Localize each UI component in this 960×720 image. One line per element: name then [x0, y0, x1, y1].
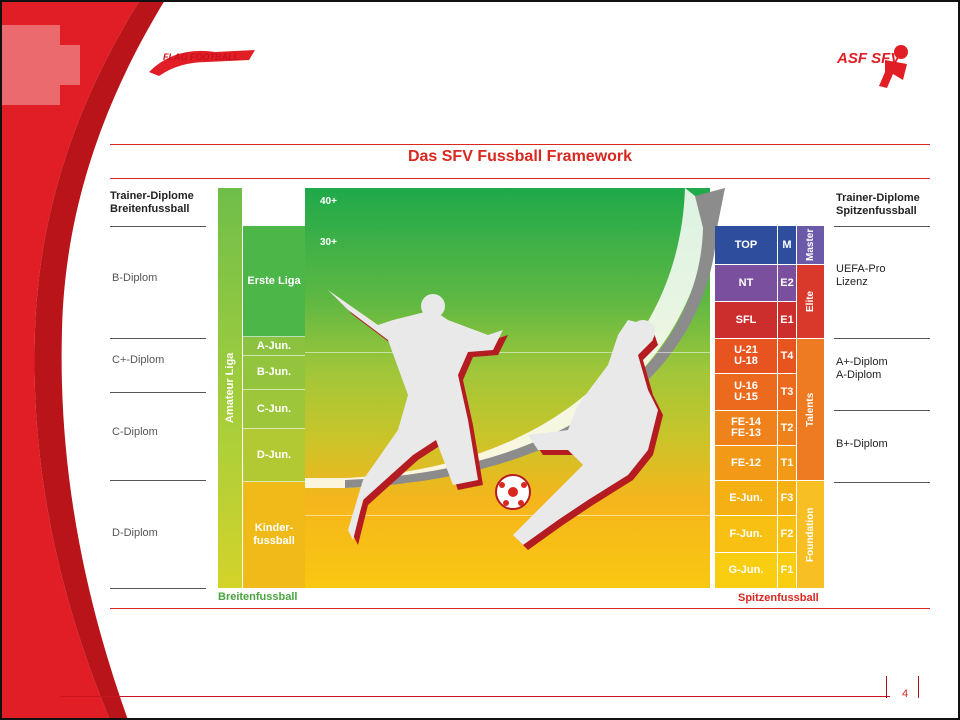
flag-football-logo: FLAG FOOTBALL [145, 42, 260, 80]
stage-d-jun: D-Jun. [243, 429, 305, 482]
a-plus-diploma: A+-Diplom A-Diplom [836, 356, 888, 381]
level-e-jun: E-Jun. [715, 481, 777, 515]
page-title: Das SFV Fussball Framework [407, 148, 633, 165]
age-30-label: 30+ [320, 237, 337, 248]
guide-line [305, 352, 710, 353]
amateur-liga-bar [218, 188, 242, 588]
right-heading: Trainer-Diplome Spitzenfussball [836, 192, 920, 217]
group-elite: Elite [797, 265, 824, 338]
right-rule [834, 410, 930, 411]
code-m: M [778, 226, 796, 264]
diploma-c-plus: C+-Diplom [112, 354, 165, 366]
age-40-label: 40+ [320, 196, 337, 207]
spitzenfussball-label: Spitzenfussball [738, 592, 819, 604]
code-e2: E2 [778, 265, 796, 301]
code-t2: T2 [778, 411, 796, 445]
amateur-liga-label: Amateur Liga [224, 352, 236, 424]
title-top-rule [110, 144, 930, 145]
code-f2: F2 [778, 516, 796, 552]
group-talents: Talents [797, 339, 824, 480]
sfv-logo: ASF SFV [835, 38, 925, 96]
code-t4: T4 [778, 339, 796, 373]
level-u21-u18: U-21 U-18 [715, 339, 777, 373]
stage-c-jun: C-Jun. [243, 390, 305, 429]
right-rule [834, 226, 930, 227]
diploma-c: C-Diplom [112, 426, 158, 438]
diploma-b: B-Diplom [112, 272, 158, 284]
level-fe14-fe13: FE-14 FE-13 [715, 411, 777, 445]
right-rule [834, 482, 930, 483]
page-number: 4 [901, 688, 909, 700]
swiss-swoosh-decoration [0, 0, 166, 720]
stage-a-jun: A-Jun. [243, 337, 305, 356]
left-rule [110, 392, 206, 393]
group-foundation: Foundation [797, 481, 824, 588]
stage-kinderfussball: Kinder-fussball [243, 482, 305, 588]
level-f-jun: F-Jun. [715, 516, 777, 552]
level-sfl: SFL [715, 302, 777, 338]
b-plus-diploma: B+-Diplom [836, 438, 888, 450]
left-heading: Trainer-Diplome Breitenfussball [110, 190, 194, 215]
code-e1: E1 [778, 302, 796, 338]
code-f3: F3 [778, 481, 796, 515]
footer-rule [60, 696, 890, 697]
stage-erste-liga: Erste Liga [243, 226, 305, 337]
level-nt: NT [715, 265, 777, 301]
breitenfussball-label: Breitenfussball [218, 591, 298, 603]
code-f1: F1 [778, 553, 796, 588]
left-rule [110, 588, 206, 589]
level-top: TOP [715, 226, 777, 264]
uefa-pro-licence: UEFA-Pro Lizenz [836, 263, 886, 288]
stage-b-jun: B-Jun. [243, 356, 305, 390]
bottom-rule [110, 608, 930, 609]
left-rule [110, 480, 206, 481]
group-master: Master [797, 226, 824, 264]
players-illustration [328, 290, 663, 550]
code-t3: T3 [778, 374, 796, 410]
left-rule [110, 226, 206, 227]
diploma-d: D-Diplom [112, 527, 158, 539]
right-rule [834, 338, 930, 339]
level-fe12: FE-12 [715, 446, 777, 480]
level-u16-u15: U-16 U-15 [715, 374, 777, 410]
left-rule [110, 338, 206, 339]
footer-divider [918, 676, 919, 698]
guide-line [305, 515, 710, 516]
stage-blank [243, 188, 305, 226]
level-g-jun: G-Jun. [715, 553, 777, 588]
footer-divider [886, 676, 887, 698]
code-t1: T1 [778, 446, 796, 480]
title-bottom-rule [110, 178, 930, 179]
